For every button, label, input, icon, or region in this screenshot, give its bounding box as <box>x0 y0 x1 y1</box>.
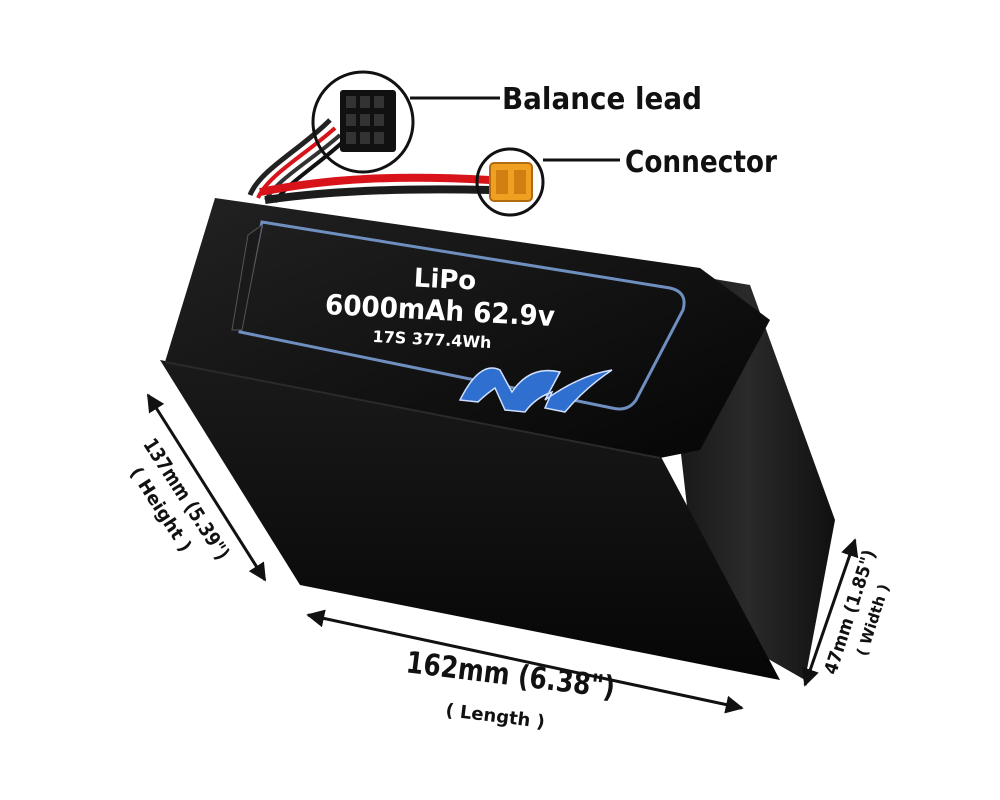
balance-lead-callout-circle <box>311 70 415 174</box>
length-dimension-text: 162mm (6.38") <box>404 645 617 705</box>
connector-callout-text: Connector <box>625 145 777 180</box>
battery-top-face <box>165 198 770 458</box>
length-caption-text: ( Length ) <box>444 700 546 733</box>
xt-connector <box>489 162 533 202</box>
battery-body <box>160 198 835 680</box>
battery-front-face <box>160 360 780 680</box>
height-arrow <box>146 393 267 582</box>
balance-lead-plug <box>340 90 396 152</box>
wire-bundle <box>247 118 491 204</box>
label-chemistry: LiPo <box>413 263 477 296</box>
brand-logo <box>458 367 613 413</box>
label-border <box>238 220 686 411</box>
connector-callout-circle <box>475 147 545 217</box>
balance-lead-callout-text: Balance lead <box>502 82 702 117</box>
width-arrow <box>801 538 859 687</box>
length-arrow <box>306 609 744 714</box>
